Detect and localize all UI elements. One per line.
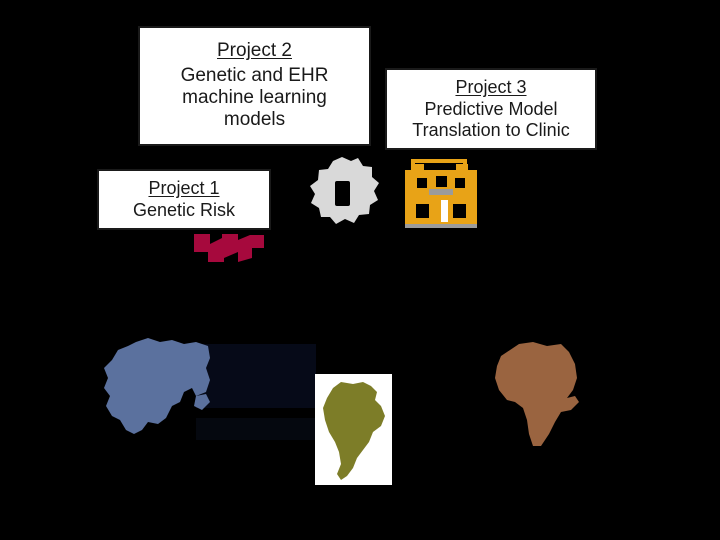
- project-3-title: Project 3: [455, 76, 527, 97]
- project-2-title: Project 2: [217, 40, 292, 62]
- project-1-title: Project 1: [148, 177, 220, 198]
- background-band-left: [196, 344, 316, 408]
- dna-helix-icon: [192, 232, 266, 264]
- background-band-left-lower: [196, 418, 324, 440]
- project-1-line-1: Genetic Risk: [132, 200, 236, 220]
- project-2-line-3: models: [223, 109, 286, 131]
- hospital-building-icon: [399, 156, 483, 238]
- gear-icon: [300, 153, 384, 235]
- africa-map: [489, 338, 589, 450]
- project-2-line-1: Genetic and EHR: [180, 64, 329, 86]
- project-3-box[interactable]: Project 3 Predictive Model Translation t…: [385, 68, 597, 150]
- south-america-map: [319, 380, 389, 482]
- project-3-line-2: Translation to Clinic: [412, 120, 570, 141]
- project-3-line-1: Predictive Model: [424, 98, 558, 119]
- south-america-panel: [315, 374, 392, 485]
- project-2-line-2: machine learning: [182, 87, 327, 108]
- project-1-box[interactable]: Project 1 Genetic Risk: [97, 169, 271, 230]
- north-america-map: [100, 336, 222, 446]
- project-2-box[interactable]: Project 2 Genetic and EHR machine learni…: [138, 26, 371, 146]
